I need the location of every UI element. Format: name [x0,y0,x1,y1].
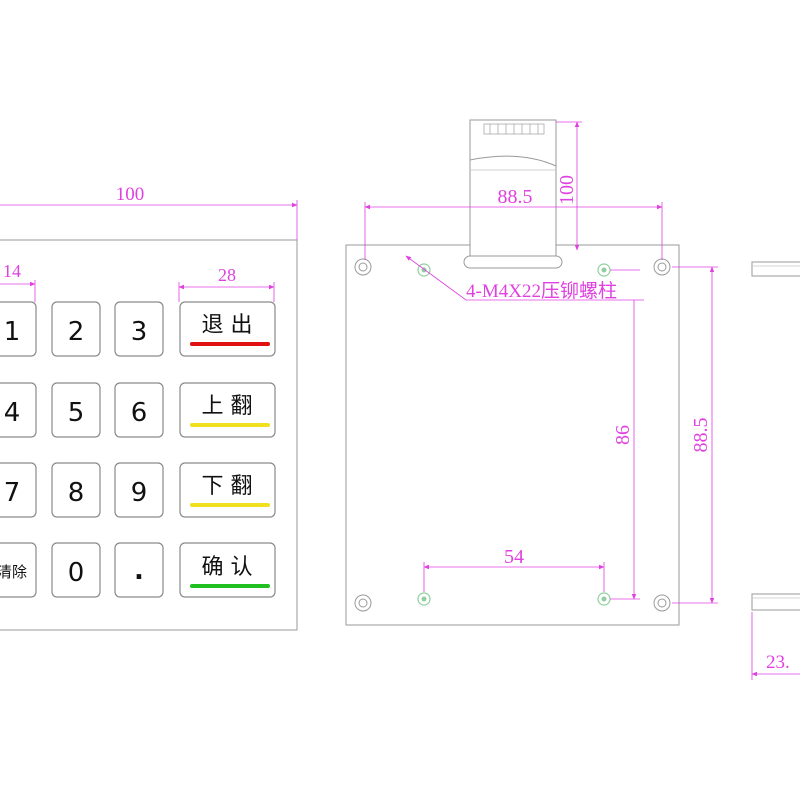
rivet-leader [405,255,467,301]
hole-top-left [354,258,372,276]
rivet-bottom-right [597,592,611,606]
key-6-label: 6 [131,398,148,428]
key-width-label: 14 [3,261,21,281]
key-0-label: 0 [68,558,85,588]
key-3-label: 3 [131,317,148,347]
rivet-top-right [597,263,611,277]
page-down-yellow-bar [190,503,270,507]
side-view: 23. [751,261,800,680]
side-bottom-part [751,593,800,611]
key-confirm[interactable]: 确 认 [179,542,276,598]
key-4[interactable]: 4 [0,382,37,438]
key-exit-label: 退 出 [202,313,253,338]
exit-red-bar [190,342,270,346]
key-5-label: 5 [68,398,85,428]
key-dot-label: . [134,556,144,586]
rivet-bottom-left [417,592,431,606]
key-page-down[interactable]: 下 翻 [179,462,276,518]
key-clear[interactable]: 清除 [0,542,37,598]
key-8-label: 8 [68,478,85,508]
key-6[interactable]: 6 [114,382,164,438]
key-0[interactable]: 0 [51,542,101,598]
key-7-label: 7 [4,478,21,508]
key-clear-label: 清除 [0,563,27,581]
key-9-label: 9 [131,478,148,508]
hole-bottom-right [653,594,671,612]
front-width-label: 100 [116,184,145,205]
height-label: 100 [556,175,578,205]
back-view: 88.5 100 4-M4X22压铆螺柱 86 54 88.5 [345,119,718,626]
hole-v-label: 88.5 [690,418,712,453]
key-4-label: 4 [4,398,21,428]
key-confirm-label: 确 认 [202,555,253,580]
rivet-note-label: 4-M4X22压铆螺柱 [466,280,617,302]
key-3[interactable]: 3 [114,301,164,357]
front-view: 100 14 28 1 2 3 4 5 [0,184,298,631]
side-top-part [751,261,800,277]
key-page-down-label: 下 翻 [202,474,253,499]
key-page-up-label: 上 翻 [202,394,253,419]
key-7[interactable]: 7 [0,462,37,518]
front-panel-outline [0,239,298,631]
hole-bottom-left [354,594,372,612]
rivet-v-label: 86 [612,425,634,445]
rivet-h-label: 54 [504,546,524,568]
func-key-width-label: 28 [218,265,236,285]
key-8[interactable]: 8 [51,462,101,518]
key-5[interactable]: 5 [51,382,101,438]
hole-top-right [653,258,671,276]
key-2-label: 2 [68,317,85,347]
key-2[interactable]: 2 [51,301,101,357]
key-1-label: 1 [4,317,21,347]
hole-span-label: 88.5 [498,186,533,208]
key-dot[interactable]: . [114,542,164,598]
key-page-up[interactable]: 上 翻 [179,382,276,438]
key-exit[interactable]: 退 出 [179,301,276,357]
side-thickness-label: 23. [766,652,790,673]
key-1[interactable]: 1 [0,301,37,357]
confirm-green-bar [190,584,270,588]
page-up-yellow-bar [190,423,270,427]
key-9[interactable]: 9 [114,462,164,518]
ribbon-cable [463,119,563,269]
